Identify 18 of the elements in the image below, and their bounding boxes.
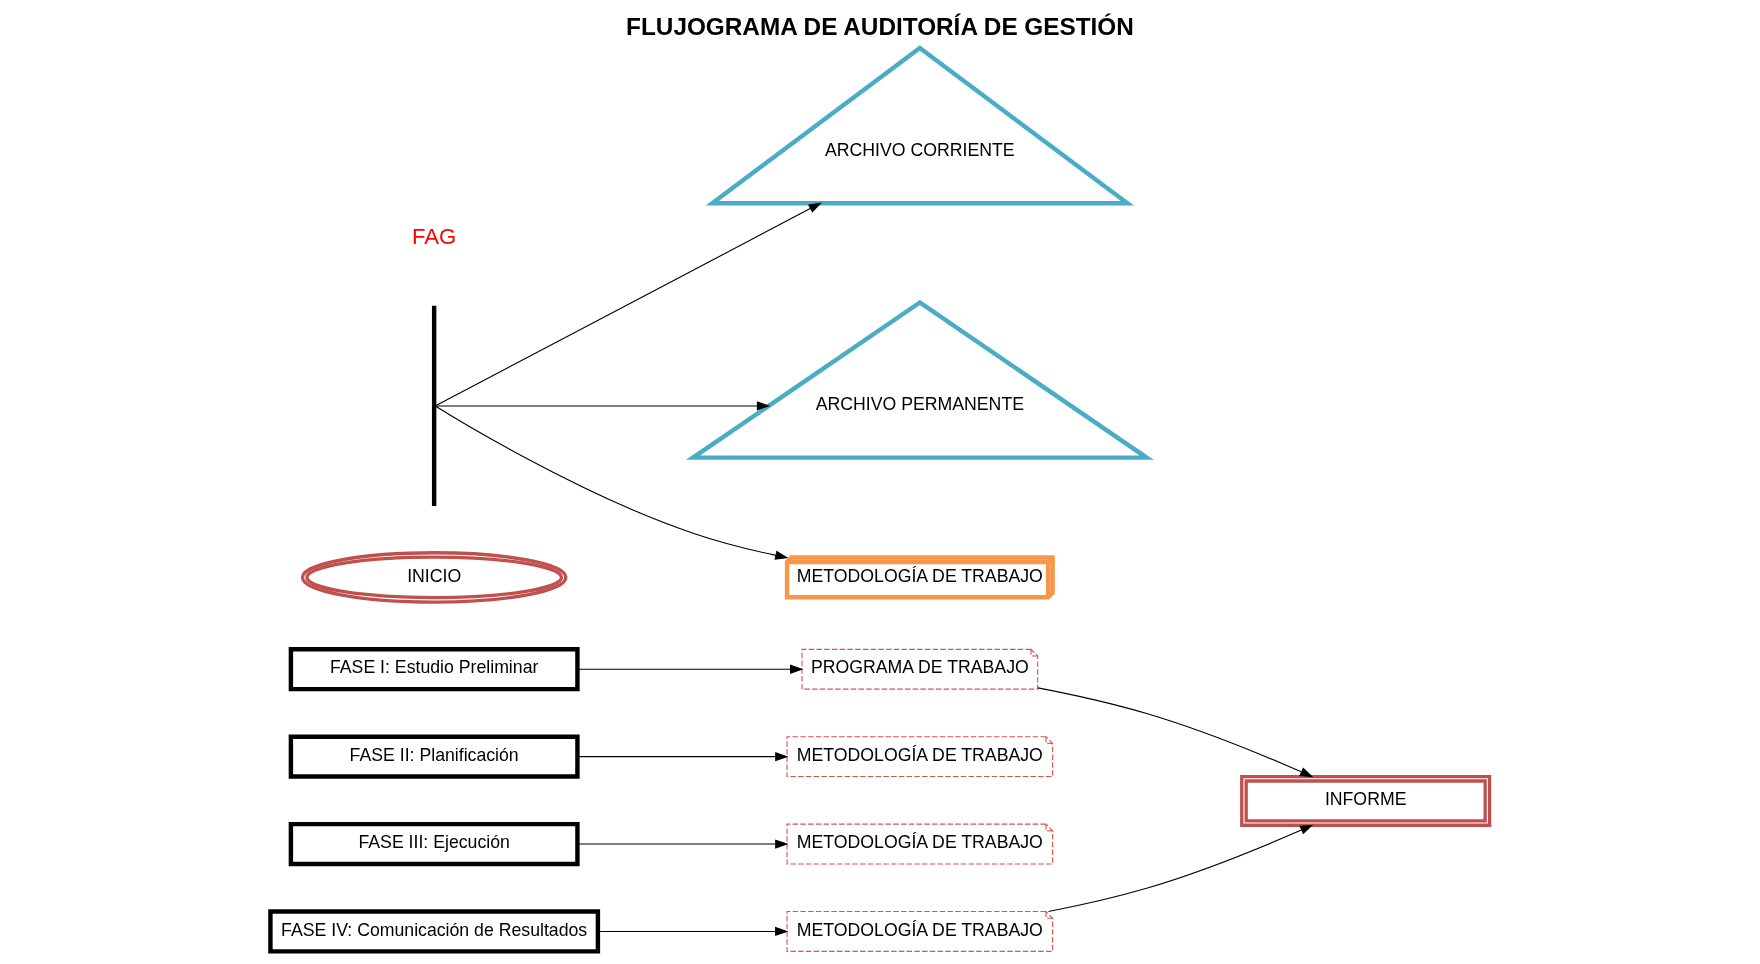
arrow xyxy=(435,401,771,411)
node-box: FASE II: Planificación xyxy=(288,734,580,779)
arrow xyxy=(435,202,822,407)
node-box: FASE I: Estudio Preliminar xyxy=(288,647,580,692)
arrow xyxy=(1047,824,1314,913)
node-box: FASE IV: Comunicación de Resultados xyxy=(268,909,601,954)
arrow xyxy=(577,752,789,762)
arrow xyxy=(577,664,804,674)
diagram-title: FLUJOGRAMA DE AUDITORÍA DE GESTIÓN xyxy=(626,13,1134,41)
node-ellipse: INICIO xyxy=(300,551,568,604)
arrow xyxy=(597,926,789,937)
arrow xyxy=(577,839,789,849)
label: FAG xyxy=(412,224,457,250)
node-box: FASE III: Ejecución xyxy=(288,821,580,867)
node-box: INFORME xyxy=(1240,774,1492,827)
arrow xyxy=(1037,687,1314,778)
node-bar xyxy=(431,305,437,507)
arrow xyxy=(435,405,789,560)
